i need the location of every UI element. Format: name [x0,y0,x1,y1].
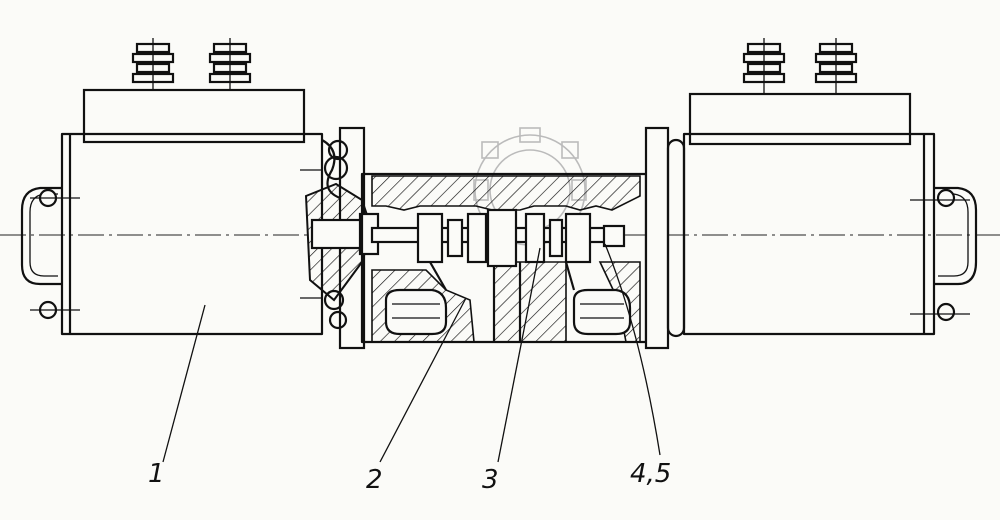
left-terminal-2 [208,38,252,108]
leader-lines [162,243,661,463]
spool [370,208,626,268]
callout-2: 2 [366,465,383,495]
callout-4-5: 4,5 [630,459,671,489]
callout-3: 3 [482,465,499,495]
right-flange [644,126,686,350]
left-terminal-1 [131,38,175,108]
valve-body [360,172,648,344]
callout-1: 1 [148,459,165,489]
left-flange [304,126,380,350]
left-solenoid [20,38,324,336]
right-terminal-1 [742,38,786,104]
right-terminal-2 [814,38,858,104]
right-solenoid [682,38,978,336]
